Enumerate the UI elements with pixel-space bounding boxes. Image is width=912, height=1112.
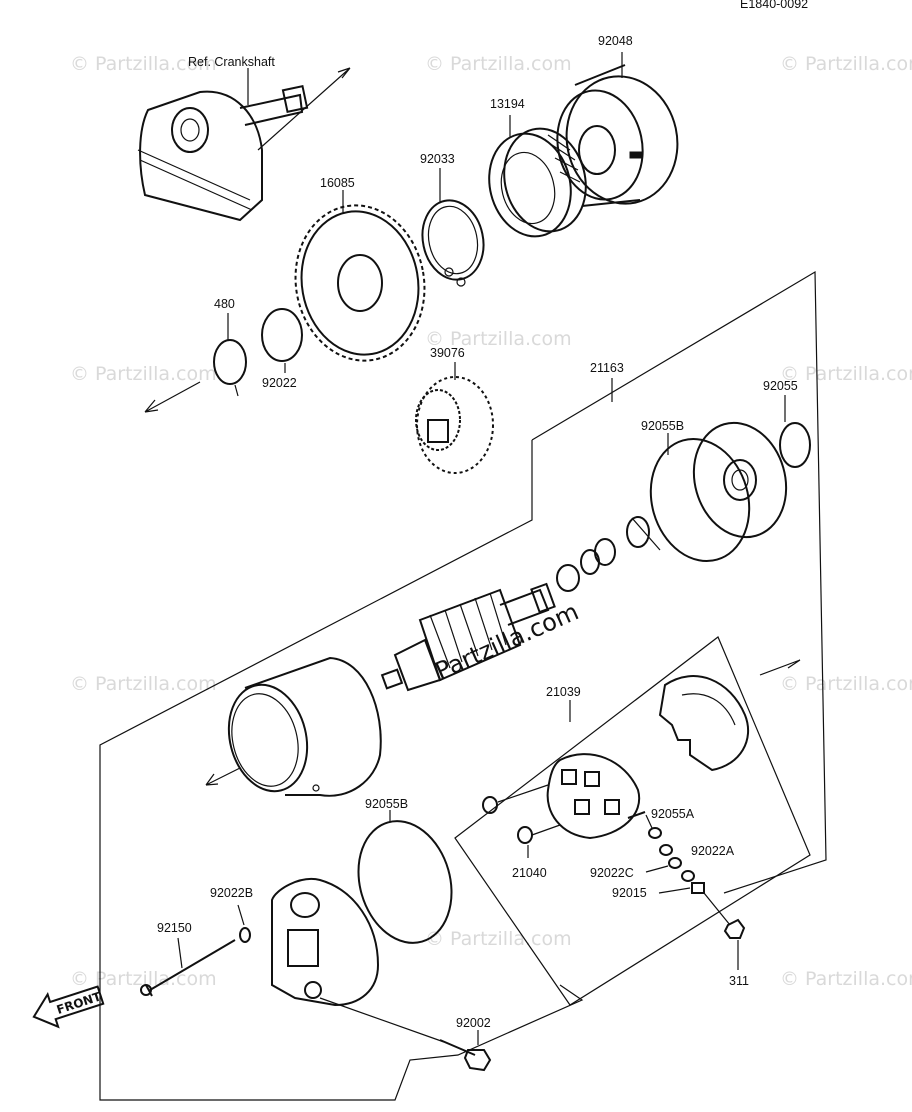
part-label-39076: 39076 — [430, 346, 465, 360]
part-label-21039: 21039 — [546, 685, 581, 699]
watermark: © Partzilla.com — [70, 363, 217, 385]
part-label-92022A: 92022A — [691, 844, 735, 858]
snap-ring — [213, 339, 247, 397]
washer-b — [239, 927, 251, 943]
direction-arrow — [759, 659, 801, 676]
shaft-washers — [556, 516, 661, 592]
nut — [723, 918, 746, 939]
part-label-92055B-top: 92055B — [641, 419, 684, 433]
starter-rear-cover — [271, 878, 380, 1007]
o-ring-rear — [357, 820, 453, 944]
part-label-92022C: 92022C — [590, 866, 634, 880]
direction-arrow — [205, 767, 241, 786]
through-bolt — [140, 939, 236, 997]
watermark: © Partzilla.com — [780, 968, 912, 990]
part-label-92002: 92002 — [456, 1016, 491, 1030]
leader-line — [527, 824, 561, 858]
part-label-311: 311 — [729, 974, 749, 988]
part-label-92015: 92015 — [612, 886, 647, 900]
mounting-bolt — [439, 1039, 492, 1072]
leader-line — [497, 784, 549, 803]
part-label-13194: 13194 — [490, 97, 525, 111]
watermark: © Partzilla.com — [425, 328, 572, 350]
part-label-92055B-mid: 92055B — [365, 797, 408, 811]
part-label-21040: 21040 — [512, 866, 547, 880]
idle-gear — [294, 204, 426, 362]
part-label-21163: 21163 — [590, 361, 624, 375]
leader-line — [177, 937, 183, 969]
part-label-92055A: 92055A — [651, 807, 695, 821]
part-label-ref-crankshaft: Ref. Crankshaft — [188, 55, 275, 69]
watermark: © Partzilla.com — [70, 53, 217, 75]
part-label-92022: 92022 — [262, 376, 297, 390]
leader-line — [658, 887, 691, 894]
watermark: © Partzilla.com — [70, 673, 217, 695]
leader-line — [319, 997, 445, 1043]
circlip — [421, 199, 485, 287]
brush — [517, 826, 533, 844]
leader-line — [237, 904, 245, 926]
watermark: © Partzilla.com — [780, 53, 912, 75]
watermark: © Partzilla.com — [425, 928, 572, 950]
part-label-480: 480 — [214, 297, 235, 311]
starter-front-cover — [649, 421, 788, 563]
part-label-92033: 92033 — [420, 152, 455, 166]
crankshaft — [137, 84, 309, 222]
part-label-92048: 92048 — [598, 34, 633, 48]
brush-holder — [546, 753, 646, 840]
brush-cover — [658, 675, 750, 772]
part-label-92055: 92055 — [763, 379, 798, 393]
armature — [380, 582, 556, 692]
leader-line — [645, 814, 653, 829]
washer — [261, 308, 303, 362]
brush-holder-outline — [454, 636, 811, 1006]
diagram-code: E1840-0092 — [740, 0, 808, 11]
watermark: © Partzilla.com — [425, 53, 572, 75]
part-label-92150: 92150 — [157, 921, 192, 935]
reduction-gear — [415, 376, 494, 474]
part-label-92022B: 92022B — [210, 886, 253, 900]
starter-clutch — [488, 127, 587, 238]
leader-line — [703, 892, 731, 926]
watermark: © Partzilla.com — [780, 363, 912, 385]
watermark: © Partzilla.com — [780, 673, 912, 695]
flywheel-rotor — [556, 64, 679, 207]
direction-arrow — [144, 381, 201, 413]
leader-line — [645, 865, 669, 873]
part-label-16085: 16085 — [320, 176, 355, 190]
front-arrow: FRONT — [32, 985, 105, 1029]
o-ring — [779, 422, 811, 468]
brush-spring — [482, 796, 498, 814]
terminal-stack — [648, 827, 705, 894]
starter-yoke — [227, 656, 382, 797]
